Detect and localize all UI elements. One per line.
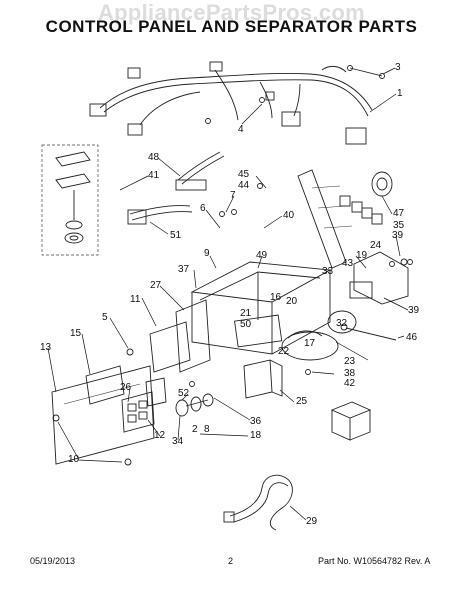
callout-16: 16: [270, 292, 282, 303]
callout-35: 35: [393, 220, 405, 231]
callout-3: 3: [395, 62, 401, 73]
sensor-cable: [340, 323, 397, 341]
callout-33: 33: [322, 266, 334, 277]
page-title: CONTROL PANEL AND SEPARATOR PARTS: [45, 17, 418, 36]
callout-26: 26: [120, 382, 132, 393]
callout-36: 36: [250, 416, 262, 427]
mounting-bracket: [297, 169, 383, 269]
housing-box: [243, 359, 283, 399]
callout-24: 24: [370, 240, 382, 251]
callout-22: 22: [278, 346, 290, 357]
callout-6: 6: [200, 203, 206, 214]
callout-18: 18: [250, 430, 262, 441]
callout-labels: 3 1 4 48 41 45 44 7 6 40 47 35 51 39 24 …: [40, 62, 420, 527]
callout-7: 7: [230, 190, 236, 201]
callout-5: 5: [102, 312, 108, 323]
watermark: AppliancePartsPros.com: [97, 0, 366, 25]
callout-4: 4: [238, 124, 244, 135]
insulator-kit-group: [41, 144, 99, 256]
callout-40: 40: [283, 210, 295, 221]
callout-38: 38: [344, 368, 356, 379]
callout-34: 34: [172, 436, 184, 447]
callout-19: 19: [356, 250, 368, 261]
callout-41: 41: [148, 170, 160, 181]
footer-page-number: 2: [228, 556, 234, 566]
callout-39-top: 39: [392, 230, 404, 241]
callout-20: 20: [286, 296, 298, 307]
callout-39-right: 39: [408, 305, 420, 316]
knob-part: [371, 171, 393, 197]
side-bracket: [349, 251, 409, 305]
callout-8: 8: [204, 424, 210, 435]
callout-15: 15: [70, 328, 82, 339]
callout-47: 47: [393, 208, 405, 219]
screws: [52, 97, 413, 466]
callout-10: 10: [68, 454, 80, 465]
control-panel: [51, 365, 155, 465]
callout-17: 17: [304, 338, 316, 349]
callout-23: 23: [344, 356, 356, 367]
leader-lines: [47, 67, 409, 521]
callout-32: 32: [336, 318, 348, 329]
callout-45: 45: [238, 169, 250, 180]
control-board: [149, 299, 211, 373]
display-panel: [85, 365, 125, 405]
wire-harness: [89, 61, 385, 145]
callout-44: 44: [238, 180, 250, 191]
callout-9: 9: [204, 248, 210, 259]
callout-51: 51: [170, 230, 182, 241]
callout-2: 2: [192, 424, 198, 435]
button-pad: [121, 377, 167, 433]
separator-housing: [190, 261, 357, 361]
relay-box: [330, 401, 372, 441]
callout-11: 11: [130, 294, 141, 305]
callout-21: 21: [240, 308, 252, 319]
callout-37: 37: [178, 264, 190, 275]
callout-13: 13: [40, 342, 52, 353]
callout-25: 25: [296, 396, 308, 407]
callout-43: 43: [342, 258, 354, 269]
footer-date: 05/19/2013: [30, 556, 76, 566]
callout-52: 52: [178, 388, 190, 399]
callout-50: 50: [240, 319, 252, 330]
callout-29: 29: [306, 516, 318, 527]
callout-42: 42: [344, 378, 356, 389]
callout-48: 48: [148, 152, 160, 163]
wire-bundle: [127, 151, 225, 225]
callout-1: 1: [397, 88, 403, 99]
footer-part-number: Part No. W10564782 Rev. A: [318, 556, 431, 566]
callout-27: 27: [150, 280, 162, 291]
callout-49: 49: [256, 250, 268, 261]
callout-46: 46: [406, 332, 418, 343]
power-cord: [223, 474, 293, 531]
callout-12: 12: [154, 430, 166, 441]
